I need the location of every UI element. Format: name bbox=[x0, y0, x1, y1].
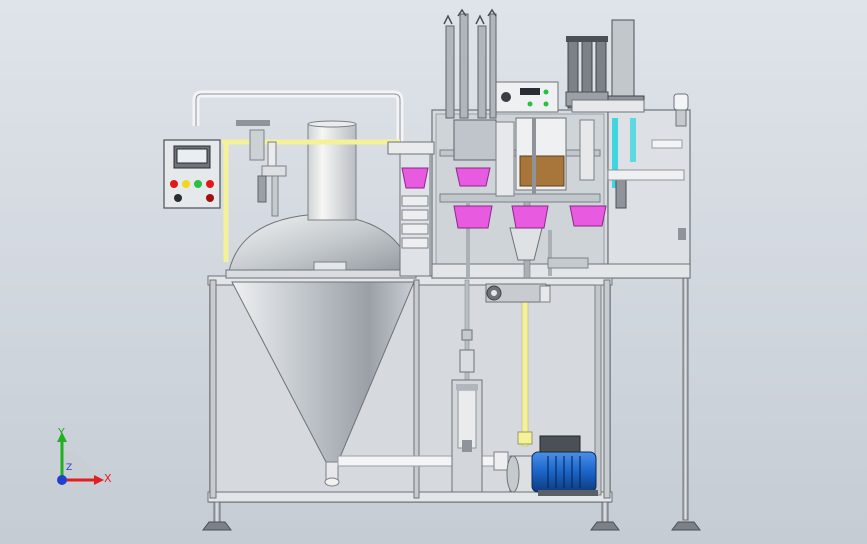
tank-dome bbox=[225, 120, 417, 279]
cone-hopper bbox=[231, 281, 415, 487]
machine-legs bbox=[202, 269, 701, 531]
filling-cabinet bbox=[387, 109, 691, 279]
pipe-network bbox=[192, 90, 533, 471]
top-controller bbox=[495, 81, 559, 113]
axis-y-label: Y bbox=[57, 426, 65, 439]
control-panel-icon bbox=[163, 139, 221, 209]
axis-x-label: X bbox=[104, 472, 112, 485]
xyz-axis-triad-icon: Y X Z bbox=[57, 426, 112, 485]
vent-pipes bbox=[443, 8, 497, 119]
axis-z-label: Z bbox=[66, 463, 72, 473]
pump-motor bbox=[506, 435, 598, 496]
drive-unit bbox=[485, 283, 551, 303]
filter-canisters bbox=[565, 19, 689, 113]
filter-housing bbox=[451, 379, 483, 493]
